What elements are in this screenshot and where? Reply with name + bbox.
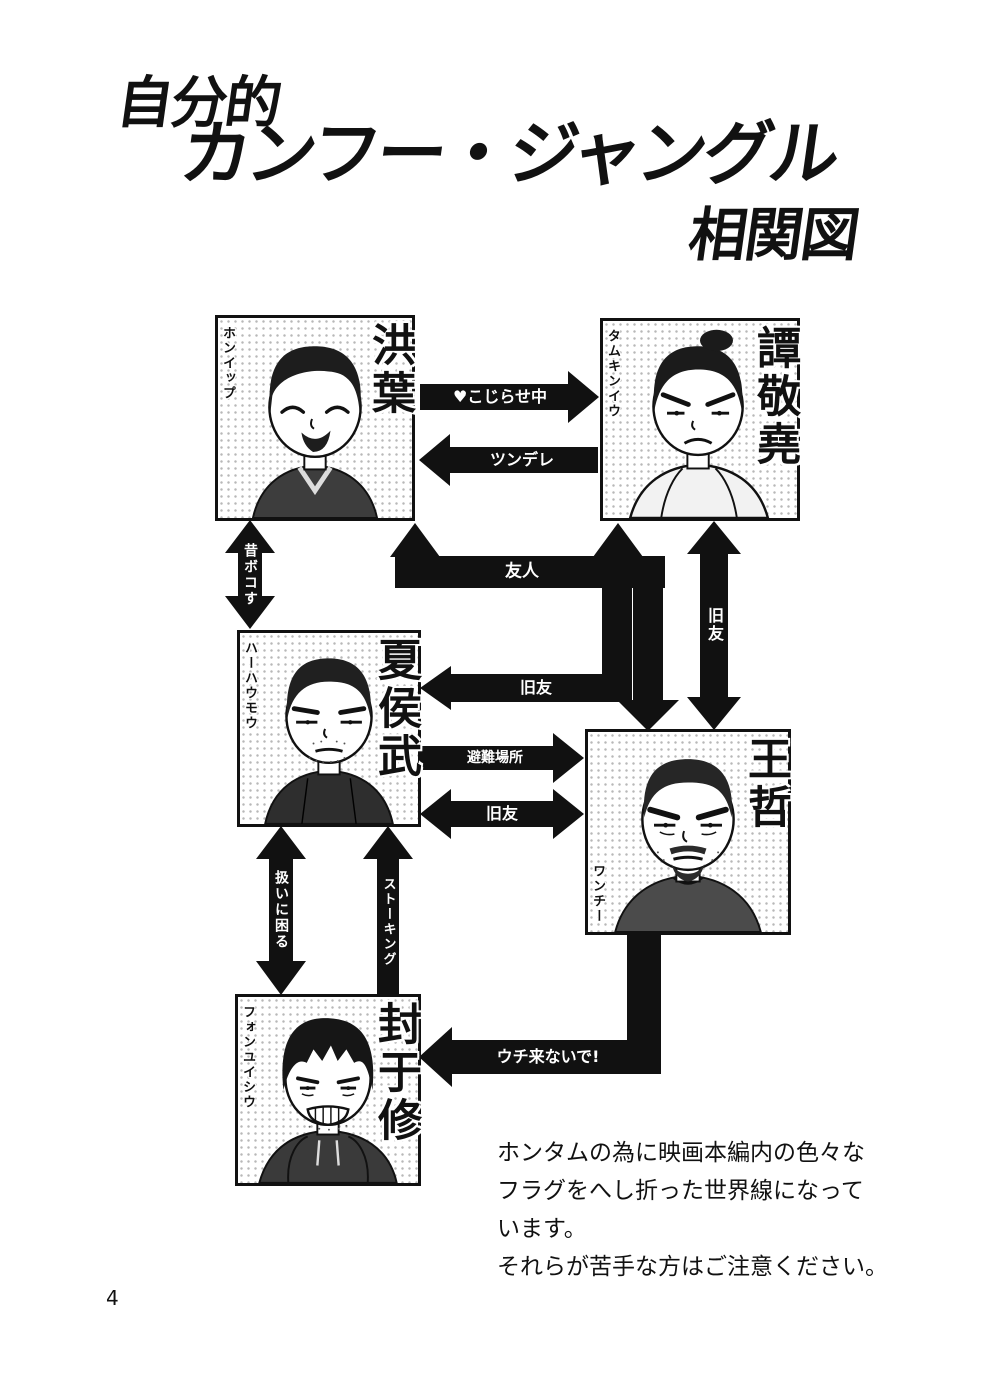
note-line-4: それらが苦手な方はご注意ください。 bbox=[497, 1254, 888, 1280]
character-card-fungyusau: 封于修 フォンユイシウ bbox=[235, 994, 421, 1186]
relation-label-kojirase: ♥こじらせ中 bbox=[452, 387, 548, 406]
portrait-tamkingyiu-illustration bbox=[628, 329, 770, 518]
portrait-hongyip-illustration bbox=[251, 346, 379, 518]
character-card-wongchit: 王哲 ワンチー bbox=[585, 729, 791, 935]
character-name-wongchit: 王哲 bbox=[740, 736, 791, 832]
relation-label-atsukai: 扱いに困る bbox=[273, 870, 289, 950]
relation-label-kyuyu-ha-tam: 旧友 bbox=[519, 678, 553, 697]
character-reading-tamkingyiu: タムキンイウ bbox=[605, 329, 620, 419]
portrait-wongchit-illustration bbox=[614, 759, 762, 932]
relation-label-mukashi: 昔ボコす bbox=[242, 543, 258, 607]
relation-label-hinan: 避難場所 bbox=[467, 750, 523, 766]
note-line-3: います。 bbox=[497, 1216, 587, 1242]
character-reading-hahaumo: ハーハウモウ bbox=[242, 641, 257, 731]
relation-label-kyuyu-tam-wong: 旧友 bbox=[705, 607, 724, 643]
character-reading-wongchit: ワンチー bbox=[590, 864, 605, 924]
character-card-hongyip: 洪葉 ホンイップ bbox=[215, 315, 415, 521]
relation-label-kyuyu-ha-wong: 旧友 bbox=[485, 804, 519, 823]
character-name-tamkingyiu: 譚敬堯 bbox=[749, 325, 800, 469]
character-name-hongyip: 洪葉 bbox=[364, 322, 415, 418]
relation-label-uchi-konaide: ウチ来ないで! bbox=[496, 1047, 600, 1066]
character-name-hahaumo: 夏侯武 bbox=[370, 637, 421, 781]
character-card-tamkingyiu: 譚敬堯 タムキンイウ bbox=[600, 318, 800, 521]
relation-label-tsundere: ツンデレ bbox=[489, 450, 555, 469]
relation-label-stalking: ストーキング bbox=[380, 877, 396, 967]
relation-label-yujin: 友人 bbox=[505, 561, 539, 582]
portrait-hahaumo-illustration bbox=[264, 658, 394, 824]
character-reading-hongyip: ホンイップ bbox=[220, 326, 235, 401]
character-name-fungyusau: 封于修 bbox=[370, 1001, 421, 1145]
character-reading-fungyusau: フォンユイシウ bbox=[240, 1005, 255, 1110]
note-line-1: ホンタムの為に映画本編内の色々な bbox=[497, 1140, 865, 1166]
caution-note: ホンタムの為に映画本編内の色々な フラグをへし折った世界線になって います。 そ… bbox=[497, 1134, 917, 1286]
character-card-hahaumo: 夏侯武 ハーハウモウ bbox=[237, 630, 421, 827]
portrait-fungyusau-illustration bbox=[258, 1018, 398, 1183]
note-line-2: フラグをへし折った世界線になって bbox=[497, 1178, 864, 1204]
page-number: 4 bbox=[106, 1286, 119, 1310]
